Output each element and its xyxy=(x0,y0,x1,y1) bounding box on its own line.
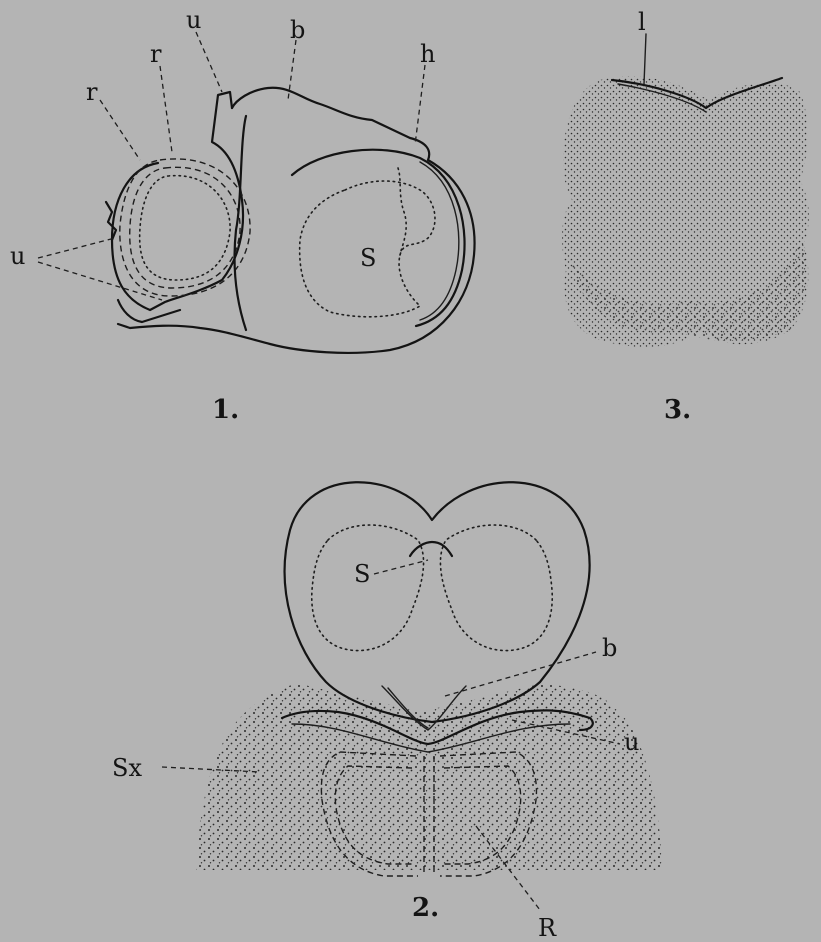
fig1-label-b: b xyxy=(290,16,305,44)
fig1-leader-r-top xyxy=(160,66,172,152)
fig1-label-r-top: r xyxy=(150,40,162,68)
fig1-label-u-left: u xyxy=(10,242,25,270)
fig3-label-l: l xyxy=(638,8,646,36)
fig1-flap-left-edge xyxy=(118,300,180,322)
fig1-label-h: h xyxy=(420,40,435,68)
fig2-beak xyxy=(410,542,452,556)
fig3-caption: 3. xyxy=(664,395,691,425)
fig1-ring-dotted xyxy=(140,176,230,280)
fig2-lobe-right xyxy=(440,525,552,651)
figure-3: l 3. xyxy=(562,8,809,425)
fig2-label-u: u xyxy=(624,728,639,756)
fig1-leader-u-left-1 xyxy=(38,238,115,258)
fig1-label-s: S xyxy=(360,244,376,272)
fig2-sx-base xyxy=(196,684,662,870)
fig1-ring-inner xyxy=(130,167,240,288)
fig1-label-u-top: u xyxy=(186,6,201,34)
fig1-leader-r-left xyxy=(100,100,140,160)
fig1-seed-hilum xyxy=(398,168,406,255)
fig3-leader-l xyxy=(644,34,646,84)
fig2-leader-s xyxy=(374,560,428,574)
fig1-leader-u-top xyxy=(196,32,222,92)
fig1-leader-u-left-2 xyxy=(38,262,162,300)
fig1-leader-h xyxy=(415,65,425,145)
fig2-label-b: b xyxy=(602,634,617,662)
fig2-label-sx: Sx xyxy=(112,754,142,782)
fig1-caption: 1. xyxy=(212,395,239,425)
fig1-label-r-left: r xyxy=(86,78,98,106)
fig2-label-r: R xyxy=(538,914,557,942)
fig2-label-s: S xyxy=(354,560,370,588)
fig2-caption: 2. xyxy=(412,893,439,923)
figure-2: S b u Sx R 2. xyxy=(112,482,662,942)
fig1-flap-serrated-edge xyxy=(106,202,116,240)
figure-1: u r r b h u S 1. xyxy=(10,6,475,425)
fig1-ring-outer xyxy=(120,159,250,296)
fig1-seed-arc xyxy=(292,150,465,326)
